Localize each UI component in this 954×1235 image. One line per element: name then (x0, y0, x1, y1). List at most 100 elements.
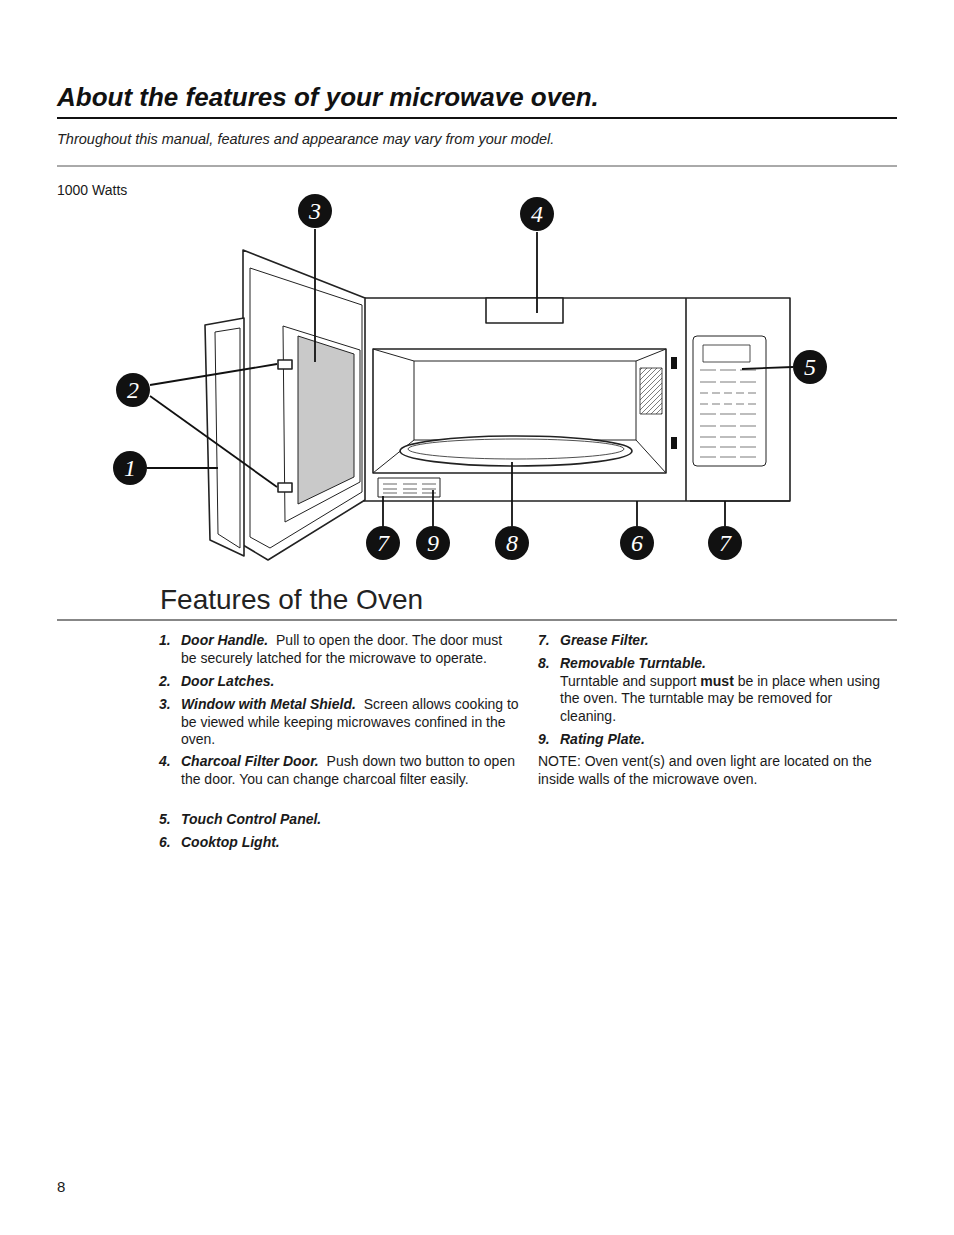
panel-base (690, 500, 790, 502)
callout-circle: 7 (366, 526, 400, 560)
cavity-edge (373, 349, 414, 361)
panel-button (720, 437, 736, 438)
panel-button (724, 393, 732, 394)
touch-control-panel (693, 336, 766, 466)
panel-button (700, 426, 716, 427)
wattage-label: 1000 Watts (57, 182, 127, 198)
oven-vent (640, 368, 662, 414)
callout-number: 1 (124, 456, 136, 480)
note-text: NOTE: Oven vent(s) and oven light are lo… (538, 753, 890, 788)
door-latch (278, 483, 292, 492)
panel-button (740, 437, 756, 438)
callout-number: 7 (377, 531, 389, 555)
subtitle-rule (57, 166, 897, 167)
panel-button (700, 457, 716, 458)
display-window (703, 345, 750, 362)
callout-circle: 1 (113, 451, 147, 485)
feature-item: 4.Charcoal Filter Door. Push down two bu… (181, 753, 521, 788)
panel-button (712, 393, 720, 394)
panel-button (740, 382, 756, 383)
page-title: About the features of your microwave ove… (57, 82, 599, 113)
feature-item: 2.Door Latches. (181, 673, 521, 691)
cavity-back (414, 361, 636, 440)
feature-description: Turntable and support (560, 673, 696, 689)
oven-cavity (373, 349, 666, 473)
item-number: 8. (538, 655, 550, 673)
callout-number: 2 (127, 378, 139, 402)
grease-filter (378, 478, 440, 497)
panel-button (720, 370, 736, 371)
feature-item: 9.Rating Plate. (560, 731, 890, 749)
feature-name: Cooktop Light. (181, 834, 280, 850)
item-number: 1. (159, 632, 171, 650)
feature-item: 6.Cooktop Light. (181, 834, 521, 852)
cavity-edge (636, 349, 666, 361)
feature-name: Touch Control Panel. (181, 811, 321, 827)
panel-button (740, 426, 756, 427)
feature-item: 7.Grease Filter. (560, 632, 890, 650)
filter-slots (383, 484, 436, 493)
feature-name: Window with Metal Shield. (181, 696, 356, 712)
callout-number: 6 (631, 531, 643, 555)
door-handle-inner (215, 328, 240, 548)
oven-door (243, 250, 365, 560)
feature-description: must (700, 673, 733, 689)
turntable (400, 436, 632, 466)
callout-number: 5 (804, 355, 816, 379)
door-frame (250, 268, 362, 548)
charcoal-filter-door (486, 298, 563, 323)
item-number: 3. (159, 696, 171, 714)
callout-circle: 7 (708, 526, 742, 560)
panel-button (700, 404, 708, 405)
door-handle (205, 318, 244, 556)
panel-button (724, 404, 732, 405)
callout-number: 7 (719, 531, 731, 555)
callout-number: 9 (427, 531, 439, 555)
feature-item: 1.Door Handle. Pull to open the door. Th… (181, 632, 521, 667)
panel-button (712, 404, 720, 405)
title-rule (57, 117, 897, 119)
panel-button (700, 370, 716, 371)
feature-name: Removable Turntable. (560, 655, 706, 671)
feature-name: Rating Plate. (560, 731, 645, 747)
panel-button (740, 457, 756, 458)
panel-button (700, 437, 716, 438)
feature-name: Door Handle. (181, 632, 268, 648)
panel-button (700, 382, 716, 383)
callout-circle: 4 (520, 197, 554, 231)
item-number: 9. (538, 731, 550, 749)
section-heading: Features of the Oven (160, 584, 423, 616)
callout-number: 8 (506, 531, 518, 555)
callout-number: 4 (531, 202, 543, 226)
turntable-rim (408, 439, 624, 459)
callout-circle: 8 (495, 526, 529, 560)
panel-button (736, 404, 744, 405)
feature-item: 8.Removable Turntable.Turntable and supp… (560, 655, 890, 725)
panel-divider (685, 298, 687, 501)
panel-button (720, 457, 736, 458)
subtitle-note: Throughout this manual, features and app… (57, 131, 554, 147)
cavity-edge (636, 440, 666, 473)
panel-button (700, 447, 716, 448)
panel-button (700, 393, 708, 394)
panel-button (740, 414, 756, 415)
panel-button (720, 414, 736, 415)
callout-circle: 3 (298, 194, 332, 228)
callout-circle: 6 (620, 526, 654, 560)
door-inner (283, 326, 360, 522)
feature-name: Grease Filter. (560, 632, 649, 648)
feature-name: Charcoal Filter Door. (181, 753, 319, 769)
callout-circle: 9 (416, 526, 450, 560)
item-number: 2. (159, 673, 171, 691)
panel-button (748, 404, 756, 405)
panel-button (720, 426, 736, 427)
panel-button (736, 393, 744, 394)
item-number: 7. (538, 632, 550, 650)
callout-circle: 5 (793, 350, 827, 384)
door-slot (671, 357, 677, 369)
callout-circle: 2 (116, 373, 150, 407)
panel-button (720, 447, 736, 448)
item-number: 5. (159, 811, 171, 829)
feature-item: 3.Window with Metal Shield. Screen allow… (181, 696, 521, 749)
